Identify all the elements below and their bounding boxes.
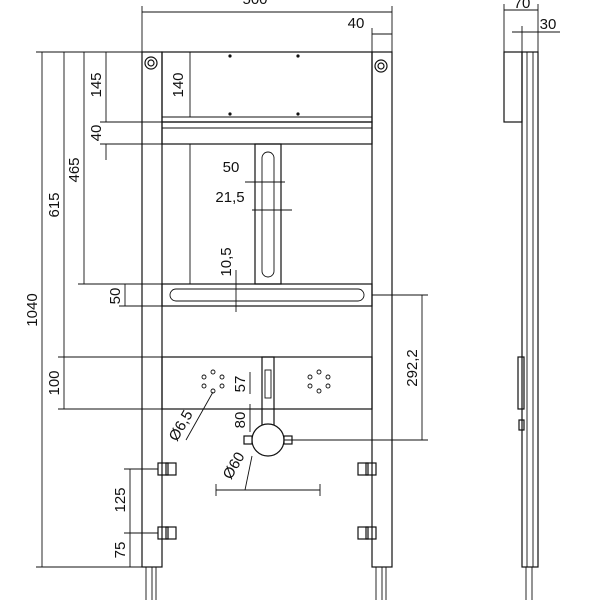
left-post — [141, 51, 163, 600]
right-post — [371, 51, 393, 600]
dim-foot-lower: 75 — [112, 542, 129, 559]
lower-plate — [161, 356, 373, 436]
vertical-slot-rail — [254, 143, 282, 285]
dim-crossbar-height: 40 — [88, 125, 105, 142]
dim-overall-height: 1040 — [24, 293, 41, 326]
dimension-lines — [36, 6, 428, 568]
foot-bolts — [157, 462, 377, 540]
dim-top-panel-height: 140 — [170, 72, 187, 97]
dim-slot-width: 50 — [223, 159, 240, 176]
dim-pipe-height: 292,2 — [404, 349, 421, 387]
horizontal-slot-rail — [161, 283, 373, 307]
dim-slot-offset: 21,5 — [215, 189, 244, 206]
dim-pipe-offset: 80 — [232, 412, 249, 429]
drain-pipe — [243, 423, 293, 457]
dim-side-depth: 70 — [514, 0, 531, 12]
dim-width-top: 500 — [242, 0, 267, 8]
side-top-bracket — [503, 51, 523, 123]
top-plate — [161, 51, 373, 123]
dim-hole-diameter: Ø6,5 — [166, 407, 197, 444]
dim-slot-gap: 10,5 — [218, 247, 235, 276]
dim-top-offset: 145 — [88, 72, 105, 97]
hole-cluster-right — [307, 369, 331, 394]
dim-rail-height: 50 — [107, 288, 124, 305]
dim-hole-offset: 57 — [232, 376, 249, 393]
side-post — [521, 51, 539, 568]
dim-mid-section: 465 — [66, 157, 83, 182]
hole-cluster-left — [201, 369, 225, 394]
dim-upper-section: 615 — [46, 192, 63, 217]
side-view: 70 30 — [503, 0, 560, 600]
dim-foot-upper: 125 — [112, 487, 129, 512]
dim-post-offset: 40 — [348, 15, 365, 32]
front-view: 500 40 1040 615 465 145 40 140 50 100 50… — [24, 0, 428, 600]
dim-pipe-diameter: Ø60 — [220, 449, 249, 482]
dim-plate-height: 100 — [46, 370, 63, 395]
dim-side-rail-depth: 30 — [540, 16, 557, 33]
crossbar — [161, 121, 373, 145]
